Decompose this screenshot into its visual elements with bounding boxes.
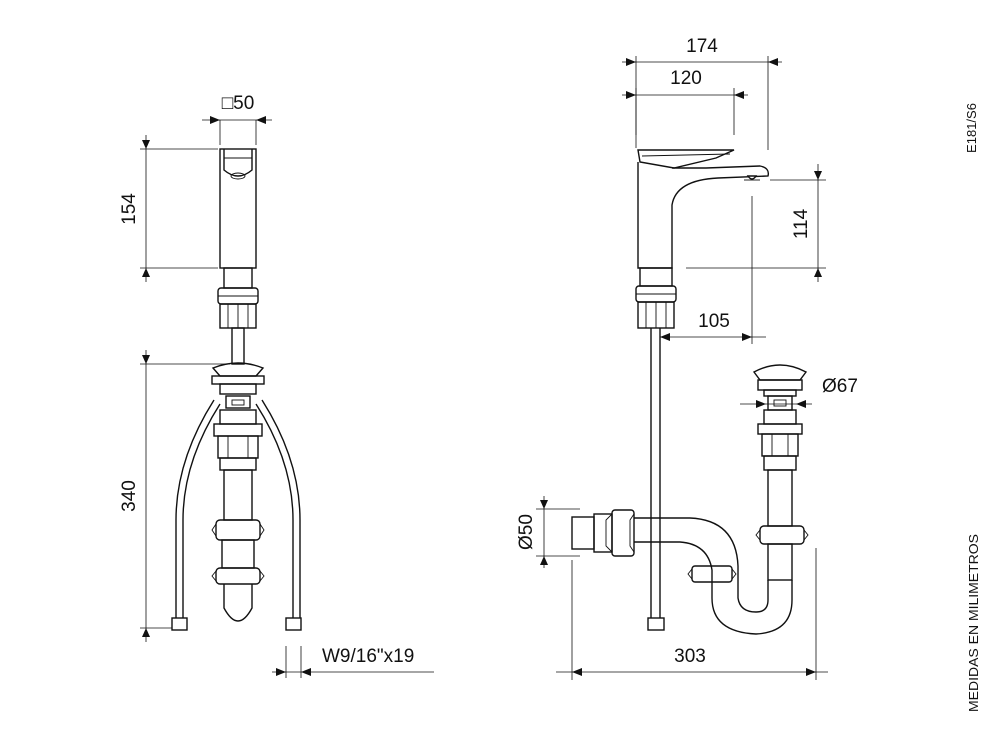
dim-height-154: 154 [119, 193, 140, 225]
front-popup-knob [211, 362, 265, 377]
side-popup-knob [752, 364, 808, 381]
dim-connector: W9/16"x19 [322, 646, 414, 667]
side-lever [637, 149, 735, 169]
side-dimensions: 174 120 114 105 Ø67 Ø50 [516, 36, 858, 680]
front-dimensions: □50 154 340 W9/16"x19 [119, 93, 434, 678]
front-hose-left [175, 399, 215, 618]
dim-diameter-50: Ø50 [516, 514, 537, 550]
dim-height-114: 114 [791, 208, 812, 239]
dim-width-120: 120 [670, 68, 702, 89]
front-hose-right [261, 399, 301, 618]
side-wall-nut [611, 509, 635, 557]
side-view [571, 149, 809, 635]
side-p-trap-inner [634, 517, 769, 613]
side-spout [637, 162, 770, 269]
front-handle [223, 149, 253, 177]
dim-diameter-67: Ø67 [822, 376, 858, 397]
dim-width-174: 174 [686, 36, 718, 57]
dim-square-50: □50 [222, 93, 255, 114]
units-note-label: MEDIDAS EN MILIMETROS [966, 534, 981, 712]
dim-height-340: 340 [119, 480, 140, 512]
dim-reach-105: 105 [698, 311, 730, 332]
model-code-label: E181/S6 [964, 103, 979, 153]
dim-width-303: 303 [674, 646, 706, 667]
front-trap [223, 584, 253, 622]
front-view [171, 148, 302, 631]
front-faucet-body [219, 148, 257, 269]
